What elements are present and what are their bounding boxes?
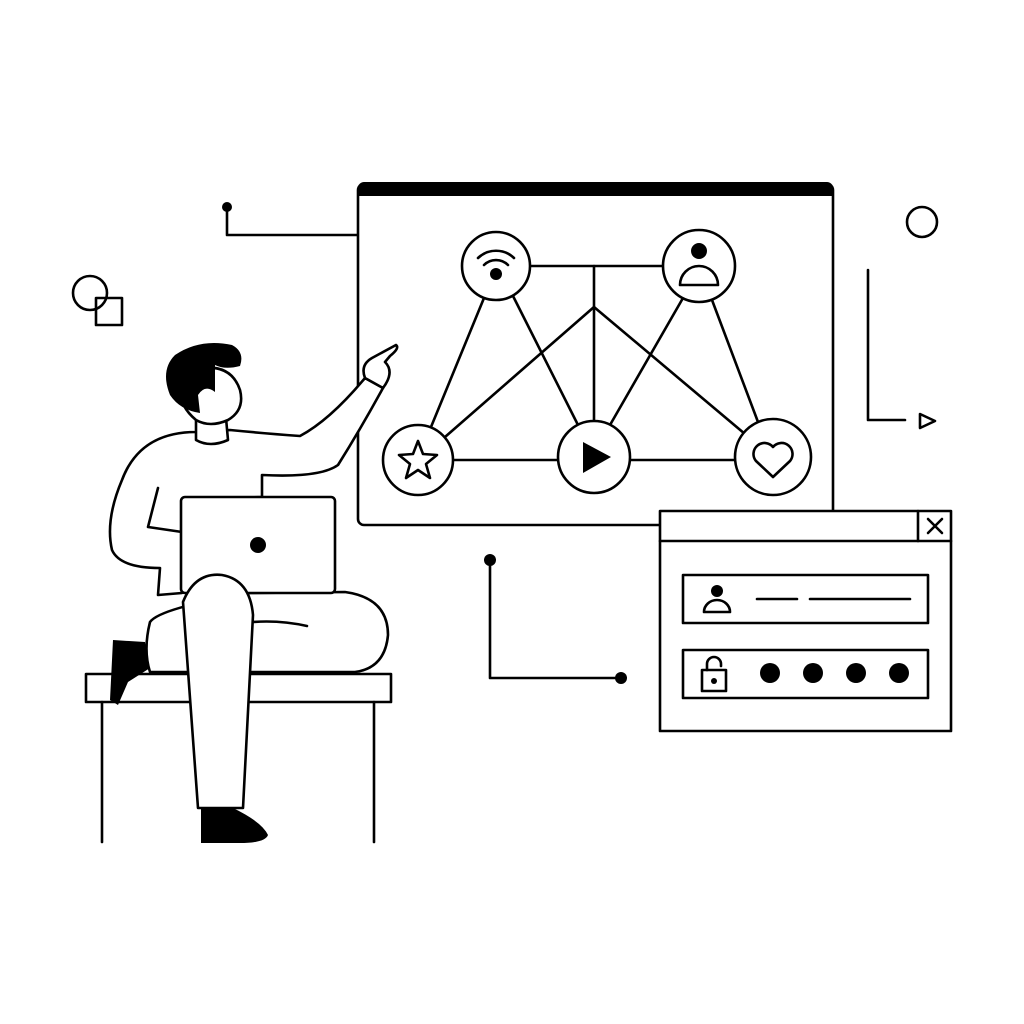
node-wifi[interactable] (460, 230, 532, 302)
front-shoe (201, 808, 268, 843)
circle-shape (905, 205, 939, 239)
node-star[interactable] (381, 423, 455, 497)
password-dot (846, 663, 866, 683)
username-field[interactable] (681, 573, 930, 625)
laptop[interactable] (179, 495, 337, 595)
play-icon (583, 442, 611, 473)
user-icon (702, 585, 732, 614)
password-field[interactable] (681, 648, 930, 700)
star-icon (397, 439, 439, 480)
node-heart[interactable] (733, 417, 813, 497)
network-links (429, 264, 760, 462)
hair (166, 342, 242, 413)
circle-shape (71, 274, 109, 312)
node-play[interactable] (556, 419, 632, 495)
close-button[interactable] (916, 509, 944, 543)
wifi-icon (476, 249, 516, 280)
node-user[interactable] (661, 228, 737, 304)
network-window (356, 182, 835, 527)
connector-line (225, 205, 374, 237)
front-leg (181, 573, 255, 810)
pointing-hand (362, 343, 399, 390)
person (84, 342, 399, 844)
triangle-icon (918, 412, 937, 430)
connector-dot (615, 672, 627, 684)
connector-line (866, 268, 907, 422)
decorative-shapes (71, 202, 939, 684)
heart-icon (752, 441, 794, 479)
back-shoe (110, 640, 150, 705)
connector-line (488, 558, 623, 680)
unlocked-padlock-icon (700, 655, 728, 693)
square-shape (94, 296, 124, 327)
password-dot (803, 663, 823, 683)
login-window (658, 509, 953, 733)
password-dot (760, 663, 780, 683)
laptop-logo (250, 537, 266, 553)
torso (108, 376, 385, 597)
close-icon (926, 517, 944, 535)
password-dot (889, 663, 909, 683)
user-icon (678, 243, 720, 287)
window-title-bar (358, 182, 833, 196)
